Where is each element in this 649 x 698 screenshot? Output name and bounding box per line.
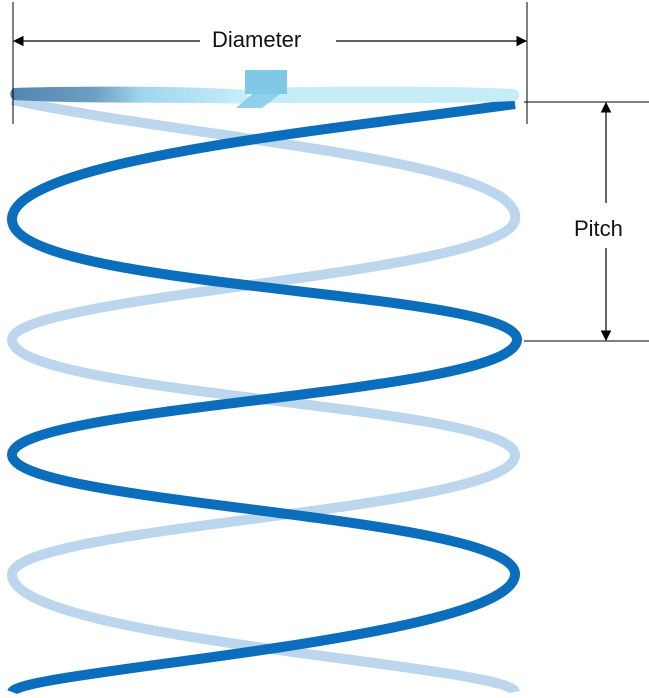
propeller-hub-shadow — [236, 94, 280, 108]
propeller-icon — [10, 70, 520, 108]
pitch-label: Pitch — [570, 210, 627, 248]
propeller-blade-right — [262, 86, 520, 104]
propeller-hub — [245, 70, 287, 94]
propeller-blade-left — [10, 86, 250, 104]
diameter-label: Diameter — [202, 27, 312, 53]
helix-front-strand — [6, 99, 523, 696]
